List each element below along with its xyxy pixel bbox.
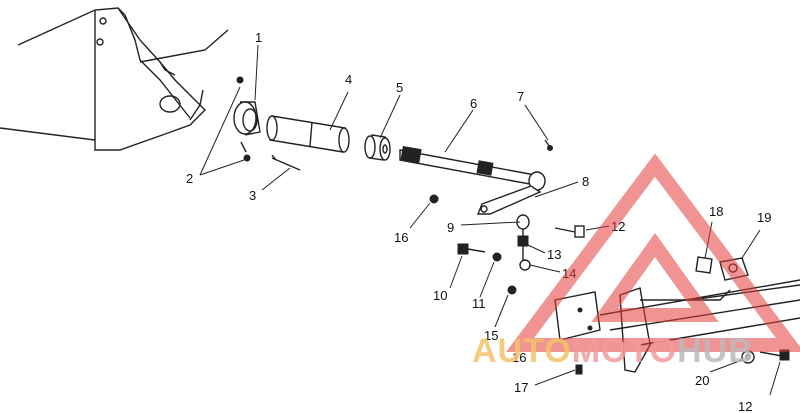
watermark-hub: HUB bbox=[677, 332, 754, 370]
part-6-shaft bbox=[399, 145, 536, 186]
callout-4: 4 bbox=[345, 72, 352, 87]
part-18-spacer bbox=[695, 256, 713, 274]
part-11-nut bbox=[492, 252, 502, 262]
callout-12-lower: 12 bbox=[738, 399, 752, 413]
part-16-nut-upper bbox=[429, 194, 439, 204]
callouts: 1 2 3 4 5 6 7 8 9 12 16 13 14 10 11 15 1… bbox=[186, 30, 771, 413]
callout-15: 15 bbox=[484, 328, 498, 343]
callout-17: 17 bbox=[514, 380, 528, 395]
svg-text:AUTOMOTOHUB: AUTOMOTOHUB bbox=[472, 332, 754, 370]
callout-13: 13 bbox=[547, 247, 561, 262]
callout-16-lower: 16 bbox=[512, 350, 526, 365]
callout-3: 3 bbox=[249, 188, 256, 203]
engine-housing bbox=[0, 7, 229, 151]
part-8-lever-arm bbox=[476, 171, 546, 215]
callout-20: 20 bbox=[695, 373, 709, 388]
callout-1: 1 bbox=[255, 30, 262, 45]
part-7-screw bbox=[544, 139, 553, 151]
part-3-pin bbox=[271, 154, 301, 171]
callout-2: 2 bbox=[186, 171, 193, 186]
callout-19: 19 bbox=[757, 210, 771, 225]
callout-11: 11 bbox=[472, 296, 486, 311]
watermark-logo bbox=[506, 153, 800, 352]
part-12-bolt-upper bbox=[554, 225, 585, 238]
callout-16-upper: 16 bbox=[394, 230, 408, 245]
part-10-bolt bbox=[457, 243, 486, 255]
callout-5: 5 bbox=[396, 80, 403, 95]
watermark-text: AUTOMOTOHUB bbox=[472, 332, 754, 370]
part-4-sleeve bbox=[266, 115, 350, 153]
part-5-spacer bbox=[364, 134, 391, 161]
watermark-auto: AUTO bbox=[472, 332, 572, 370]
part-17-screw bbox=[575, 364, 583, 375]
part-9-linkage bbox=[516, 214, 531, 271]
callout-18: 18 bbox=[709, 204, 723, 219]
callout-6: 6 bbox=[470, 96, 477, 111]
callout-10: 10 bbox=[433, 288, 447, 303]
callout-8: 8 bbox=[582, 174, 589, 189]
part-15-nut bbox=[507, 285, 517, 295]
callout-7: 7 bbox=[517, 89, 524, 104]
leader-lines bbox=[199, 44, 781, 396]
watermark-moto: MOTO bbox=[572, 332, 677, 370]
callout-9: 9 bbox=[447, 220, 454, 235]
part-1-flange-bushing bbox=[233, 76, 261, 162]
